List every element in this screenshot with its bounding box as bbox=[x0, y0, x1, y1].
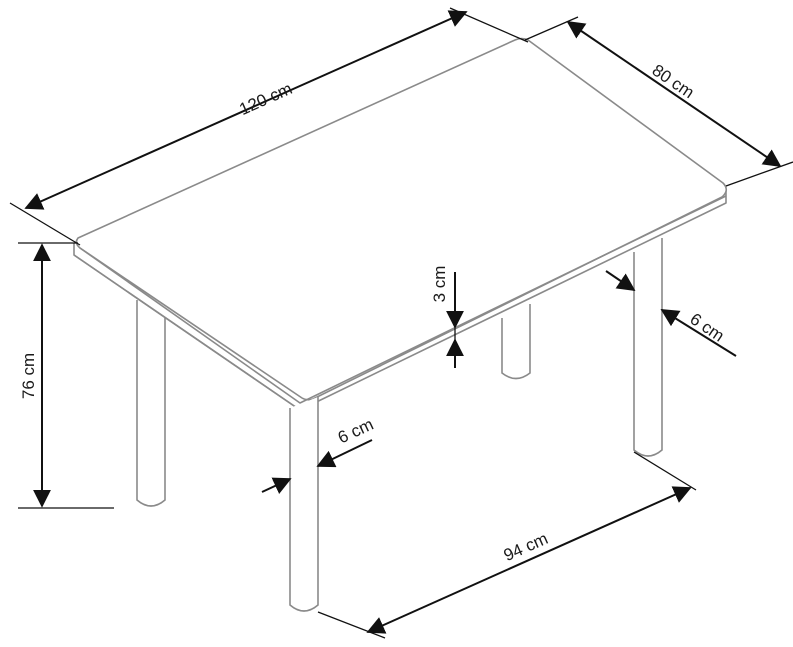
label-height: 76 cm bbox=[19, 353, 38, 399]
leg-back-left bbox=[136, 300, 166, 507]
label-leg-right: 6 cm bbox=[686, 309, 727, 345]
label-leg-front: 6 cm bbox=[335, 415, 376, 448]
dimension-height: 76 cm bbox=[18, 242, 114, 509]
label-thickness: 3 cm bbox=[430, 266, 449, 303]
dimension-thickness: 3 cm bbox=[430, 266, 464, 368]
dimension-leg-spacing: 94 cm bbox=[317, 451, 697, 639]
dimension-leg-front: 6 cm bbox=[261, 415, 376, 494]
leg-back-middle bbox=[501, 304, 531, 380]
dimension-leg-right: 6 cm bbox=[605, 270, 737, 357]
leg-front-left bbox=[289, 397, 319, 612]
leg-front-right bbox=[633, 238, 663, 457]
table-top bbox=[75, 37, 728, 404]
label-length: 120 cm bbox=[236, 79, 295, 119]
label-leg-spacing: 94 cm bbox=[501, 529, 551, 565]
